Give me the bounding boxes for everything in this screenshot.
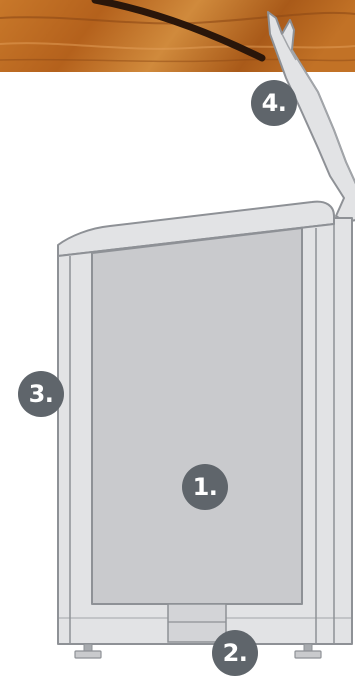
cabinet bbox=[58, 202, 352, 644]
callout-badge-4: 4. bbox=[251, 80, 297, 126]
callout-badge-3: 3. bbox=[18, 371, 64, 417]
wood-background bbox=[0, 0, 355, 72]
callout-badge-2: 2. bbox=[212, 630, 258, 676]
feet bbox=[75, 644, 321, 658]
callout-badge-1: 1. bbox=[182, 464, 228, 510]
